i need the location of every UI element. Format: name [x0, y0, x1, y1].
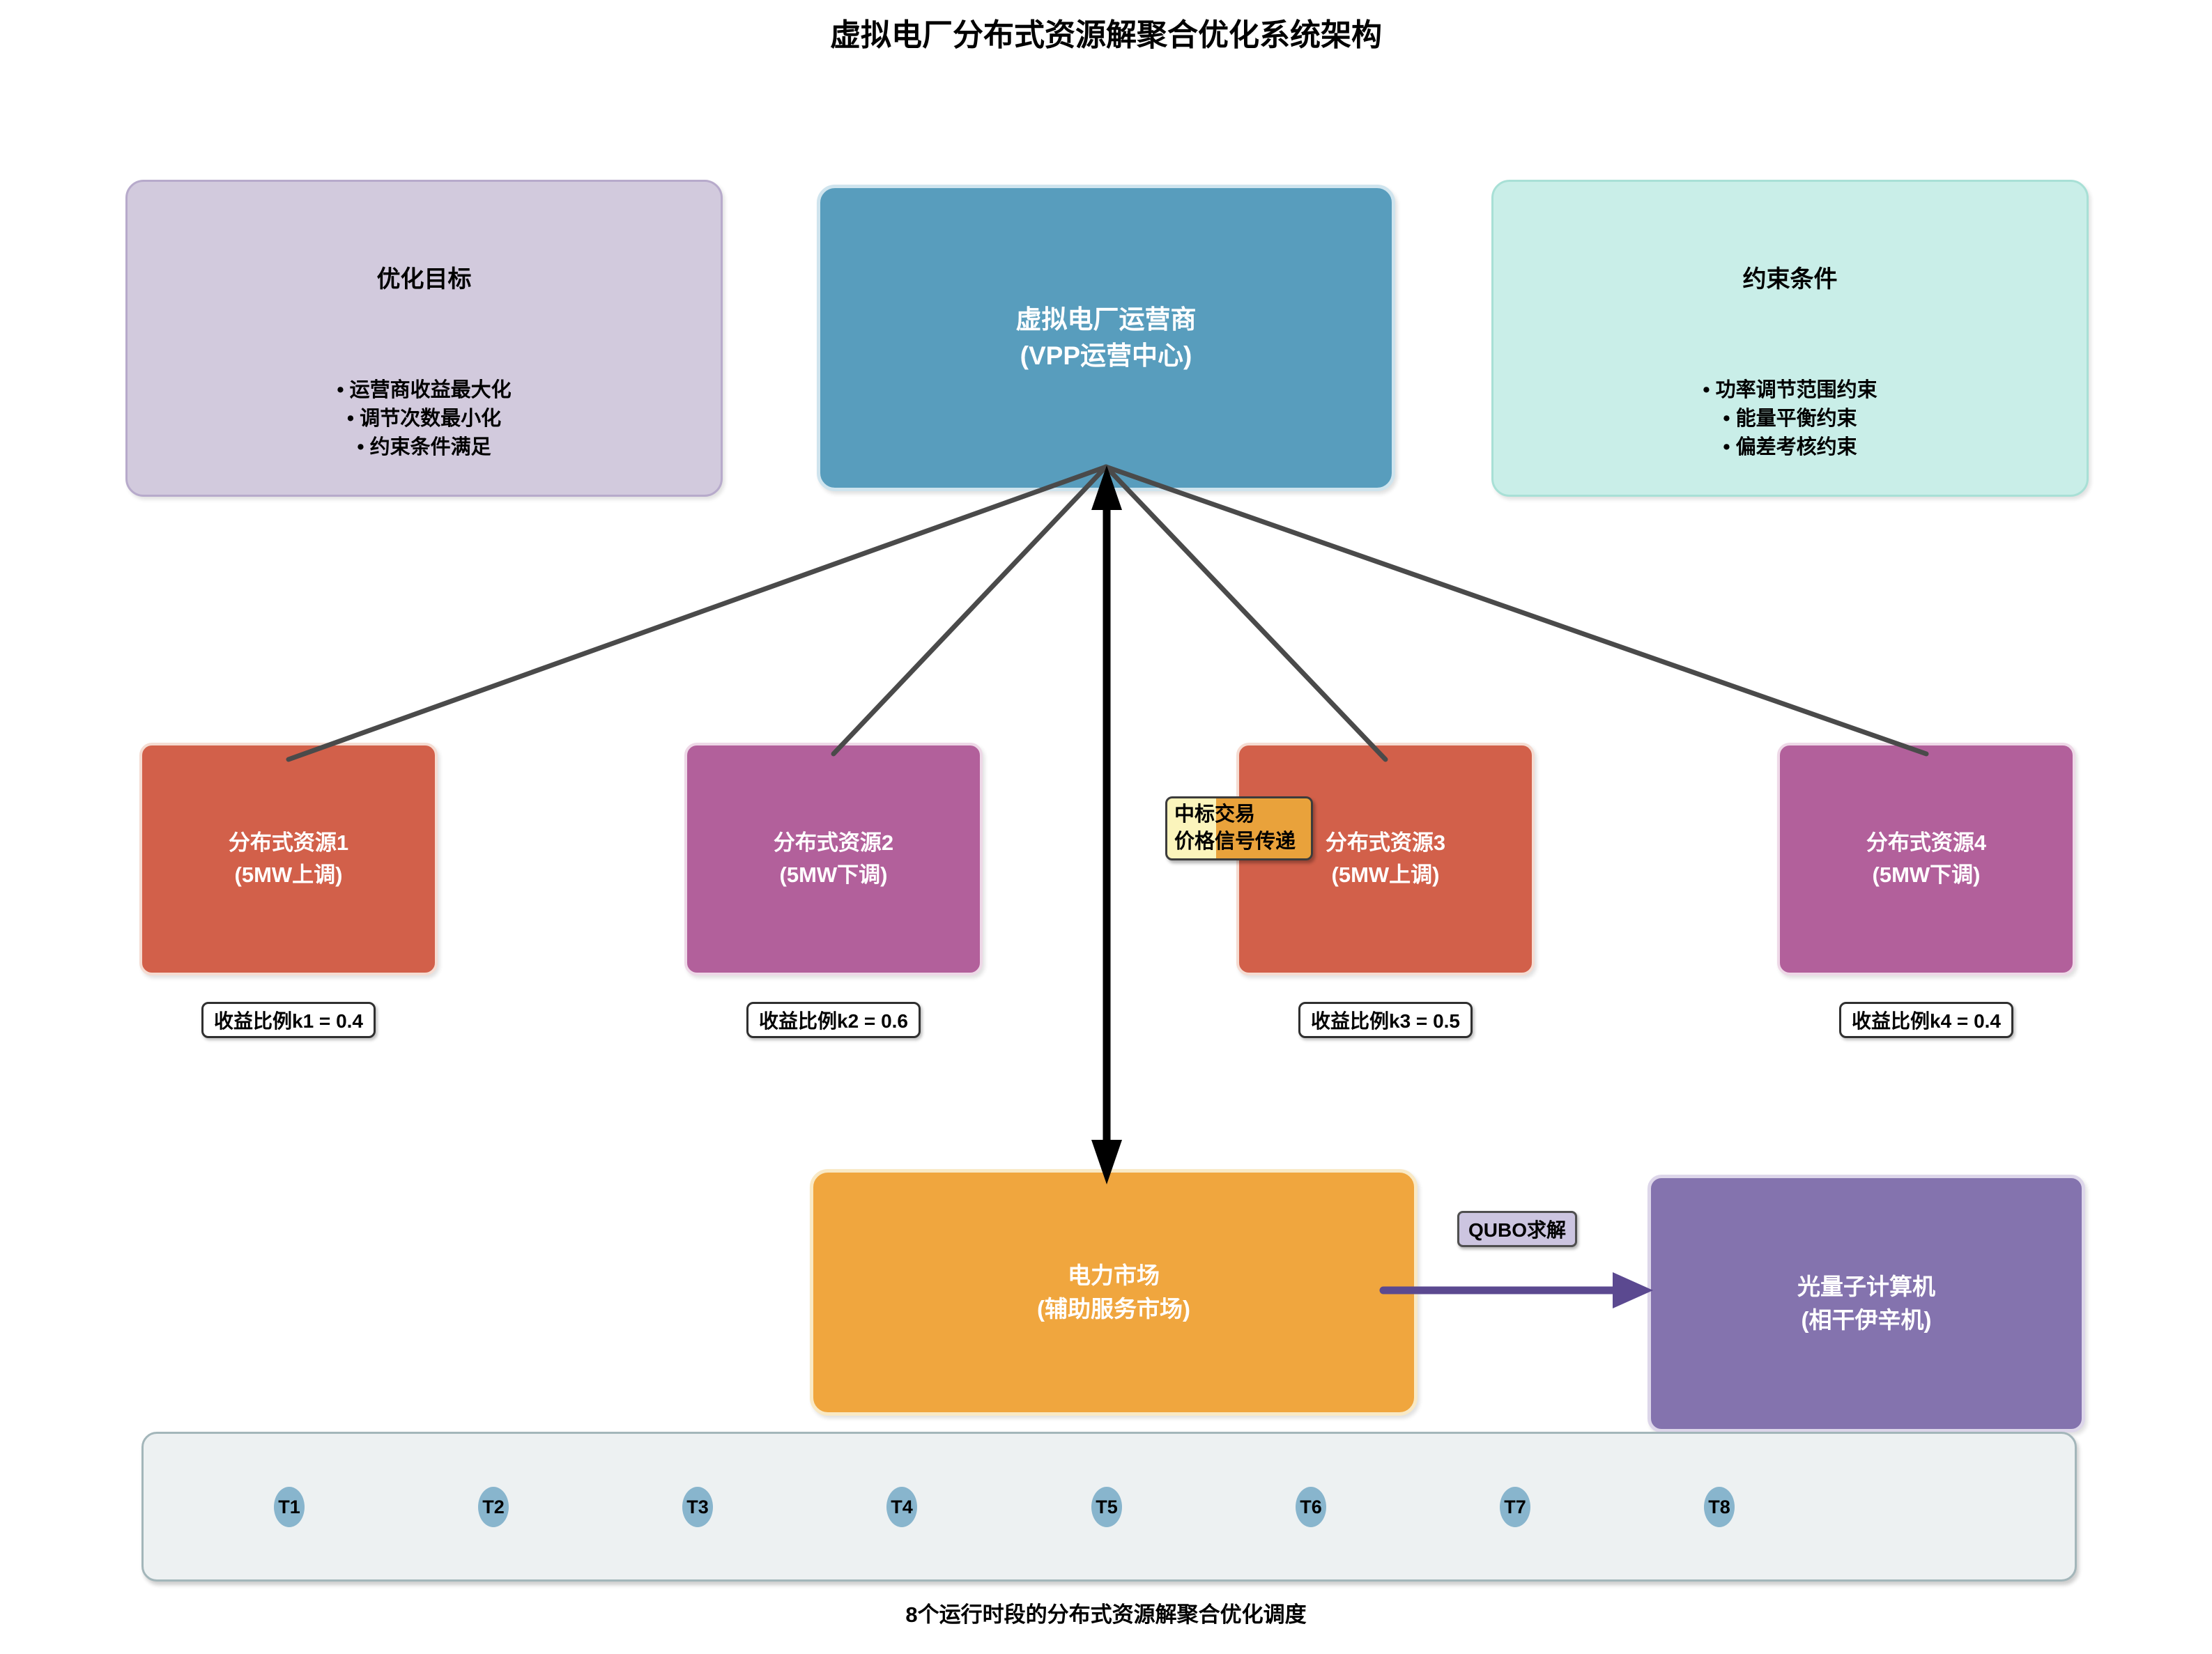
revenue-ratio-label-1: 收益比例k1 = 0.4 — [201, 1002, 376, 1038]
vpp-operator-line1: 虚拟电厂运营商 — [1015, 305, 1197, 334]
connector-vpp-resource-4 — [1103, 464, 1929, 757]
time-period-marker: T4 — [886, 1487, 917, 1527]
qubo-solver-label: QUBO求解 — [1457, 1211, 1578, 1247]
resource-4-name: 分布式资源4 — [1866, 830, 1987, 855]
resource-3-label: 分布式资源3 (5MW上调) — [1326, 827, 1445, 891]
time-period-marker: T5 — [1091, 1487, 1122, 1527]
objectives-box: 优化目标 运营商收益最大化 调节次数最小化 约束条件满足 — [125, 180, 723, 497]
vpp-operator-line2: (VPP运营中心) — [1020, 341, 1192, 370]
page-title: 虚拟电厂分布式资源解聚合优化系统架构 — [830, 18, 1382, 52]
resource-node-4: 分布式资源4 (5MW下调) — [1777, 743, 2075, 975]
timeline-caption: 8个运行时段的分布式资源解聚合优化调度 — [905, 1602, 1307, 1627]
resource-4-label: 分布式资源4 (5MW下调) — [1866, 827, 1986, 891]
objectives-title: 优化目标 — [376, 266, 472, 293]
objective-item: 调节次数最小化 — [128, 405, 721, 433]
annotation-line1: 中标交易 — [1174, 803, 1256, 826]
quantum-computer-label: 光量子计算机 (相干伊辛机) — [1797, 1270, 1935, 1337]
objectives-bullets: 运营商收益最大化 调节次数最小化 约束条件满足 — [128, 376, 721, 462]
quantum-computer-line1: 光量子计算机 — [1797, 1274, 1935, 1299]
constraints-title: 约束条件 — [1742, 266, 1838, 293]
power-market-line2: (辅助服务市场) — [1037, 1296, 1190, 1322]
power-market-node: 电力市场 (辅助服务市场) — [810, 1169, 1418, 1416]
resource-3-detail: (5MW上调) — [1331, 863, 1440, 887]
resource-4-detail: (5MW下调) — [1872, 863, 1981, 887]
revenue-ratio-label-2: 收益比例k2 = 0.6 — [746, 1002, 921, 1038]
constraints-box: 约束条件 功率调节范围约束 能量平衡约束 偏差考核约束 — [1491, 180, 2089, 497]
constraints-bullets: 功率调节范围约束 能量平衡约束 偏差考核约束 — [1493, 376, 2087, 462]
time-period-marker: T6 — [1296, 1487, 1326, 1527]
resource-2-label: 分布式资源2 (5MW下调) — [774, 827, 893, 891]
resource-3-name: 分布式资源3 — [1325, 830, 1446, 855]
connector-vpp-resource-2 — [831, 464, 1109, 757]
constraint-item: 功率调节范围约束 — [1493, 376, 2087, 405]
quantum-computer-node: 光量子计算机 (相干伊辛机) — [1648, 1175, 2085, 1432]
connector-vpp-resource-3 — [1103, 464, 1388, 762]
time-period-marker: T2 — [478, 1487, 509, 1527]
time-period-marker: T8 — [1704, 1487, 1735, 1527]
connector-vpp-resource-1 — [286, 464, 1109, 762]
power-market-label: 电力市场 (辅助服务市场) — [1037, 1259, 1190, 1326]
resource-1-detail: (5MW上调) — [234, 863, 343, 887]
resource-2-detail: (5MW下调) — [779, 863, 888, 887]
power-market-line1: 电力市场 — [1067, 1262, 1160, 1288]
time-period-marker: T1 — [274, 1487, 305, 1527]
resource-2-name: 分布式资源2 — [773, 830, 894, 855]
constraint-item: 能量平衡约束 — [1493, 405, 2087, 433]
resource-1-name: 分布式资源1 — [228, 830, 349, 855]
time-period-marker: T7 — [1500, 1487, 1530, 1527]
annotation-line2: 价格信号传递 — [1174, 830, 1296, 853]
bid-price-signal-annotation: 中标交易 价格信号传递 — [1165, 796, 1313, 860]
resource-node-2: 分布式资源2 (5MW下调) — [684, 743, 983, 975]
resource-node-1: 分布式资源1 (5MW上调) — [139, 743, 438, 975]
revenue-ratio-label-3: 收益比例k3 = 0.5 — [1298, 1002, 1473, 1038]
time-period-marker: T3 — [682, 1487, 713, 1527]
constraint-item: 偏差考核约束 — [1493, 433, 2087, 462]
quantum-computer-line2: (相干伊辛机) — [1801, 1307, 1932, 1333]
vpp-operator-node: 虚拟电厂运营商 (VPP运营中心) — [817, 185, 1395, 491]
objective-item: 约束条件满足 — [128, 433, 721, 462]
vpp-operator-label: 虚拟电厂运营商 (VPP运营中心) — [1016, 302, 1197, 374]
resource-1-label: 分布式资源1 (5MW上调) — [229, 827, 348, 891]
revenue-ratio-label-4: 收益比例k4 = 0.4 — [1839, 1002, 2013, 1038]
objective-item: 运营商收益最大化 — [128, 376, 721, 405]
